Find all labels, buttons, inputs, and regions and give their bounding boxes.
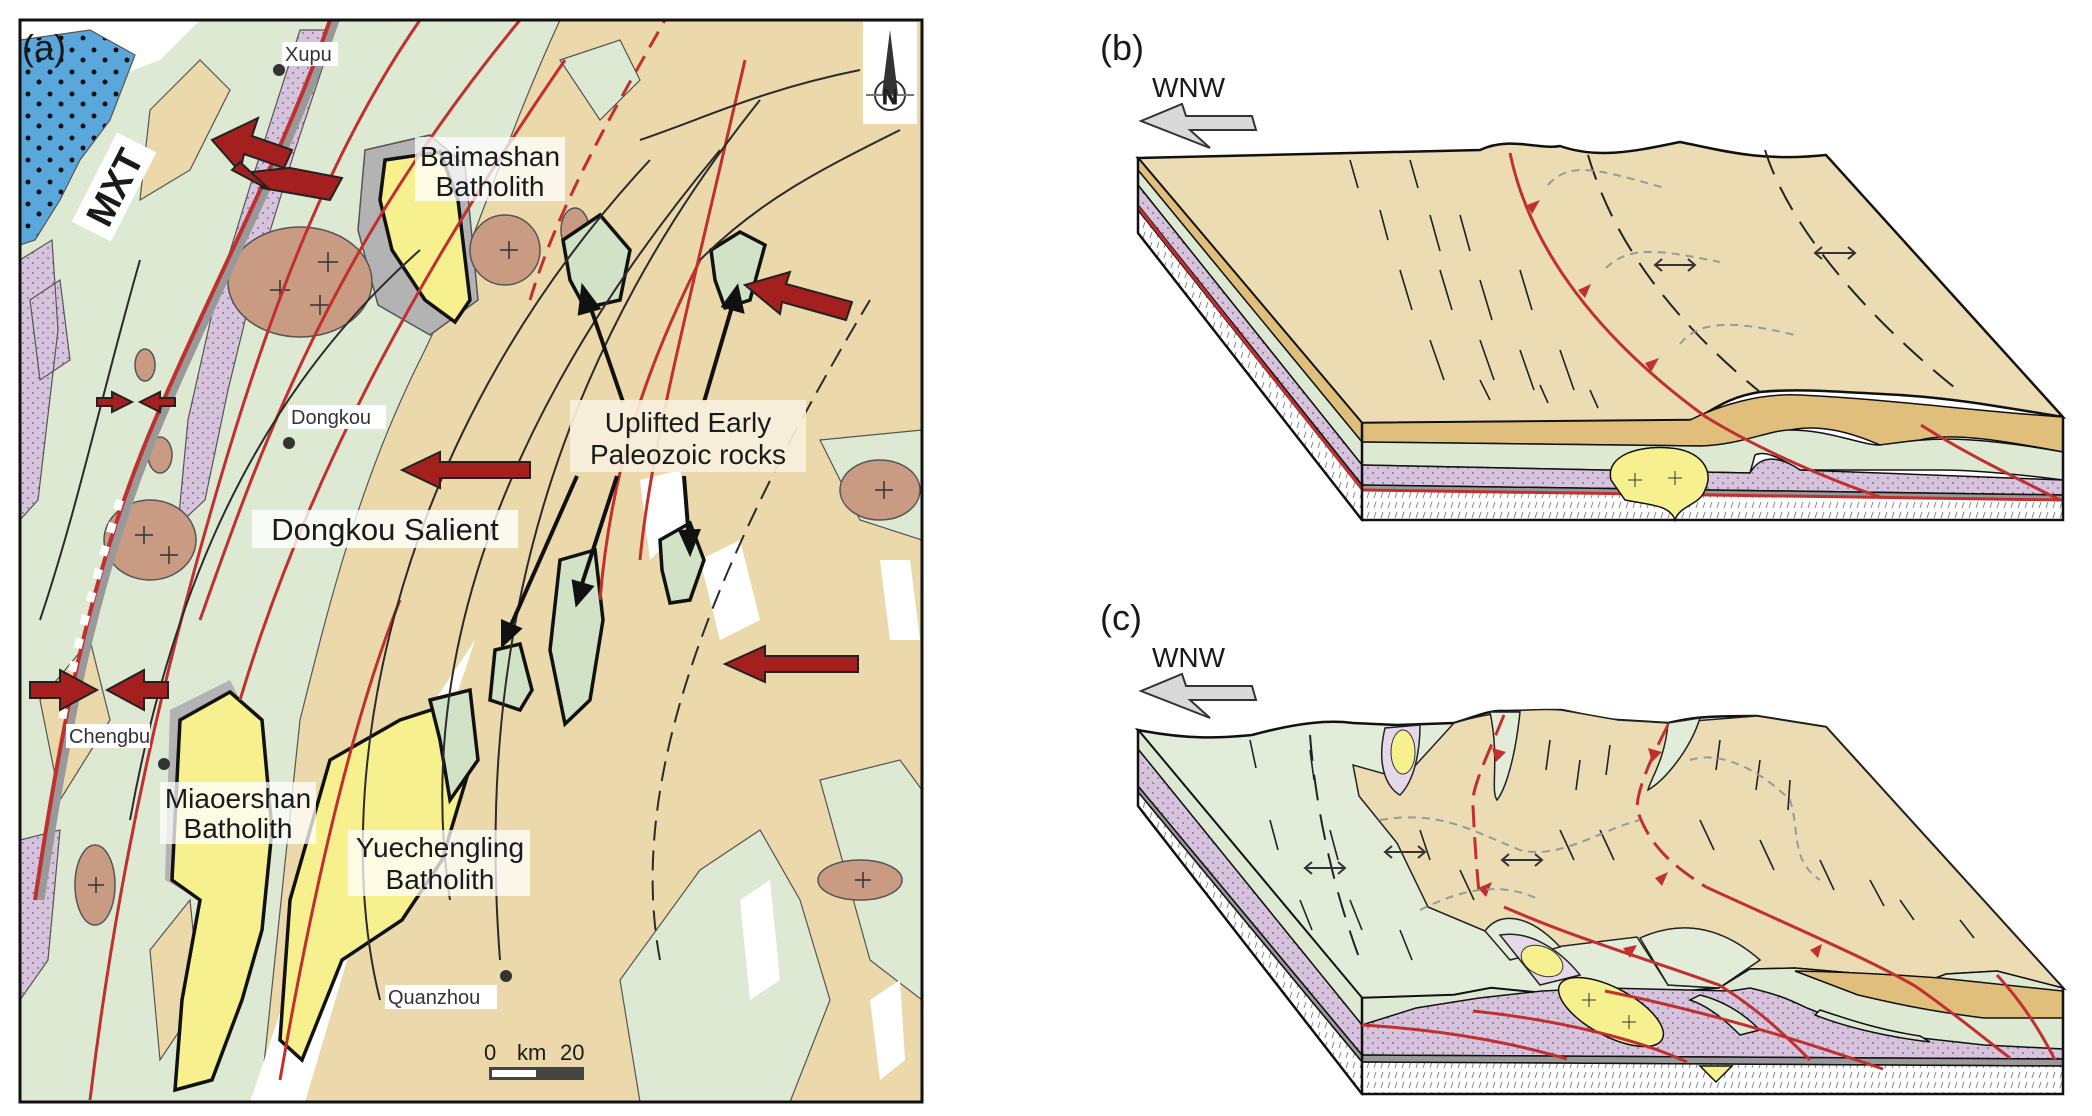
fold-dash-traces-c (1309, 734, 1821, 961)
direction-label-b: WNW (1152, 72, 1226, 103)
scale-bar: 0 km 20 (484, 1040, 584, 1080)
wnw-arrow-icon (1138, 102, 1258, 149)
north-arrow: N (863, 22, 917, 124)
map-frame (18, 18, 924, 1104)
block-outline (1136, 158, 2065, 522)
green-unit-east (559, 39, 922, 1102)
direction-label-c: WNW (1152, 642, 1226, 673)
anticline-symbols-b (1653, 246, 1857, 272)
panel-a-label: (a) (22, 27, 66, 68)
uplift-label: Uplifted Early Paleozoic rocks (570, 400, 806, 472)
anticline-symbols-c (1303, 845, 1544, 875)
cleavage-traces-b (1349, 159, 1599, 409)
granite-cross-symbols (88, 241, 893, 893)
town-chengbu: Chengbu (66, 724, 170, 770)
town-dot (273, 64, 285, 76)
north-arrow-icon (882, 30, 898, 95)
dongkou-salient-label: Dongkou Salient (252, 510, 518, 548)
block-diagram-b (1135, 140, 2067, 523)
front-face (1361, 967, 2064, 1095)
uplifted-paleozoic-bodies (427, 212, 768, 805)
svg-text:Batholith: Batholith (436, 171, 545, 202)
panel-c-label: (c) (1100, 597, 1142, 638)
svg-text:Miaoershan: Miaoershan (165, 783, 311, 814)
blue-dotted-unit (20, 29, 136, 246)
miaoershan-label: Miaoershan Batholith (160, 782, 316, 844)
svg-text:20: 20 (560, 1040, 584, 1065)
town-label: Xupu (285, 44, 332, 66)
yuechengling-label: Yuechengling Batholith (348, 830, 530, 896)
svg-text:0: 0 (484, 1040, 496, 1065)
front-face (1361, 394, 2064, 523)
pluton-top-2 (1520, 944, 1564, 978)
svg-text:Batholith: Batholith (184, 813, 293, 844)
block-diagram-c (1134, 708, 2067, 1097)
fold-axes (39, 69, 901, 1001)
svg-text:km: km (517, 1040, 546, 1065)
top-surface (1135, 140, 2067, 425)
baimashan-label: Baimashan Batholith (415, 137, 565, 202)
town-label: Quanzhou (388, 987, 480, 1009)
inlier-green-3 (1484, 917, 1762, 989)
town-label: Chengbu (69, 726, 150, 748)
svg-text:N: N (882, 84, 898, 109)
svg-text:Yuechengling: Yuechengling (356, 832, 524, 863)
uplift-pointer-arrows (501, 282, 745, 649)
town-dot (158, 758, 170, 770)
cleavage-traces-c (1249, 739, 1975, 961)
white-strip (250, 470, 920, 1102)
town-dongkou: Dongkou (283, 405, 386, 449)
panel-b-label: (b) (1100, 27, 1144, 68)
svg-text:Baimashan: Baimashan (420, 141, 560, 172)
svg-text:Paleozoic rocks: Paleozoic rocks (590, 439, 786, 470)
svg-text:Dongkou Salient: Dongkou Salient (271, 512, 499, 547)
town-quanzhou: Quanzhou (385, 970, 512, 1009)
svg-text:Batholith: Batholith (386, 864, 495, 895)
fold-dash-traces-b (1547, 149, 1961, 393)
svg-text:Uplifted Early: Uplifted Early (605, 407, 772, 438)
town-xupu: Xupu (273, 42, 338, 76)
left-side-face (1136, 155, 1364, 523)
block-outline (1136, 730, 2065, 1096)
thrust-faults-b (1508, 152, 2061, 502)
wnw-arrow-icon (1138, 672, 1258, 719)
pluton (1609, 446, 1709, 523)
pluton-root (1698, 1065, 1734, 1084)
left-side-face (1137, 727, 1363, 1097)
thrust-faults-c (1361, 714, 2057, 1071)
town-label: Dongkou (291, 407, 371, 429)
compression-arrows (29, 116, 859, 712)
town-dot (283, 437, 295, 449)
pluton-top (1390, 729, 1416, 775)
inlier-green-2 (1646, 717, 1702, 792)
thrust-faults (88, 20, 747, 1101)
town-dot (500, 970, 512, 982)
